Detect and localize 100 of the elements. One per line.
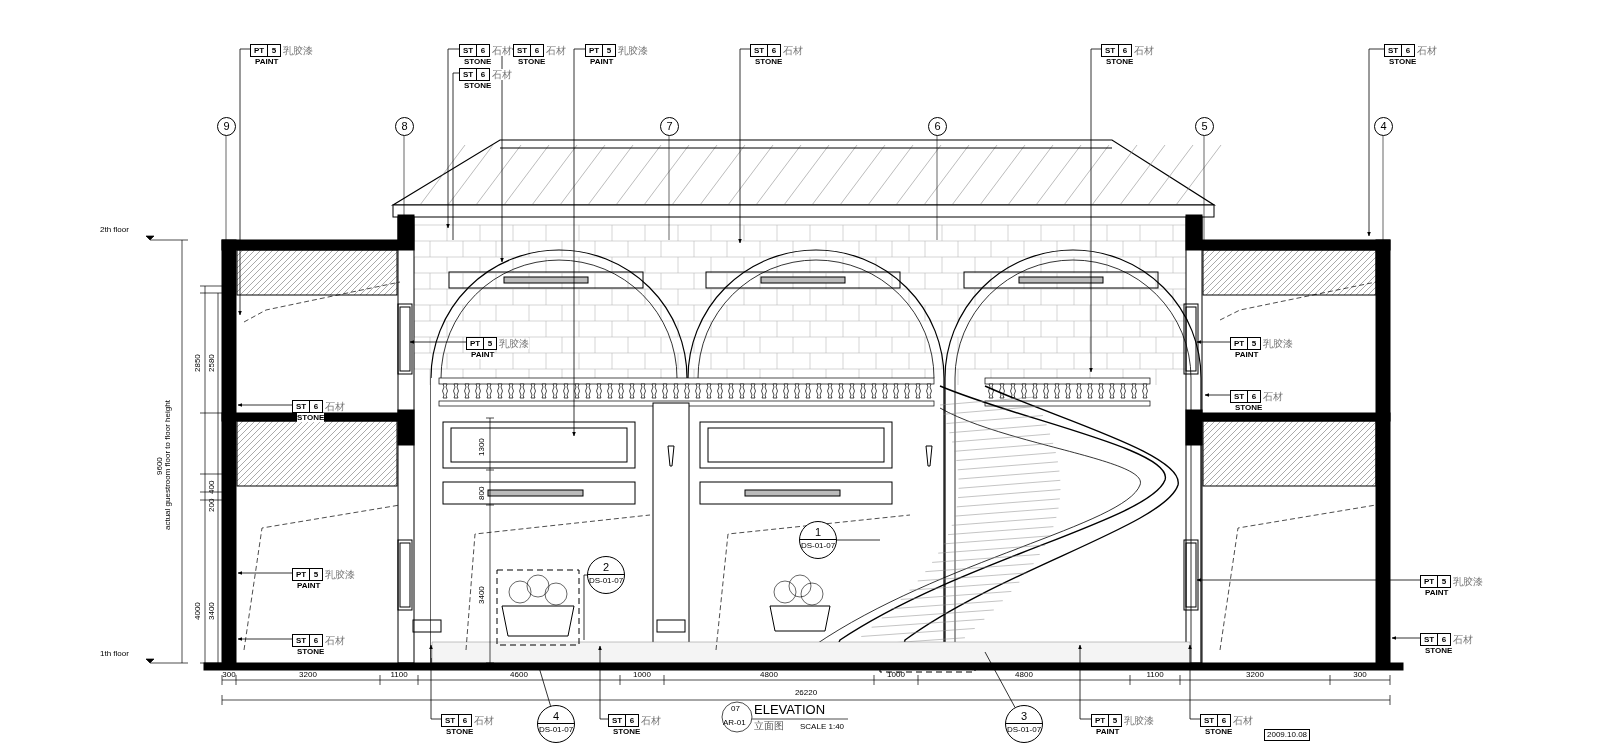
floor-level-label: 1th floor (100, 650, 129, 658)
material-name: PAINT (590, 57, 614, 66)
material-name: PAINT (471, 350, 495, 359)
material-name-chinese: 乳胶漆 (1124, 715, 1154, 726)
dimension-text: 1000 (887, 671, 905, 679)
material-name: PAINT (1425, 588, 1449, 597)
dimension-text: 4600 (510, 671, 528, 679)
material-name: STONE (755, 57, 783, 66)
grid-bubble: 5 (1195, 117, 1214, 136)
material-name: PAINT (1235, 350, 1259, 359)
grid-bubble: 8 (395, 117, 414, 136)
sheet-reference: DS-01-07 (538, 724, 574, 735)
material-name: STONE (1425, 646, 1453, 655)
grid-bubble: 9 (217, 117, 236, 136)
material-name: PAINT (297, 581, 321, 590)
dimension-text: 200 (208, 498, 216, 512)
leader-line (836, 539, 881, 541)
dimension-text: 4800 (1015, 671, 1033, 679)
material-code: ST (1101, 44, 1119, 57)
material-code: ST (459, 44, 477, 57)
material-number: 6 (1248, 390, 1261, 403)
material-number: 6 (310, 400, 323, 413)
material-name-chinese: 石材 (1453, 634, 1473, 645)
material-number: 5 (603, 44, 616, 57)
sheet-reference: DS-01-07 (800, 540, 836, 551)
material-name-chinese: 石材 (492, 69, 512, 80)
material-code: PT (1230, 337, 1248, 350)
material-number: 6 (477, 68, 490, 81)
material-number: 5 (484, 337, 497, 350)
dimension-text: 3400 (478, 586, 486, 604)
dimension-text: 3400 (208, 602, 216, 620)
material-name: STONE (1235, 403, 1263, 412)
callout-number: 4 (538, 710, 574, 724)
material-name-chinese: 石材 (546, 45, 566, 56)
dimension-note: actual guestroom floor to floor height (164, 400, 172, 530)
dimension-text: 1300 (478, 438, 486, 456)
material-name: STONE (1106, 57, 1134, 66)
dimension-text: 3200 (299, 671, 317, 679)
material-number: 5 (268, 44, 281, 57)
material-name: STONE (464, 57, 492, 66)
sheet-reference: DS-01-07 (1006, 724, 1042, 735)
material-number: 6 (531, 44, 544, 57)
callout-circle (1005, 705, 1043, 743)
callout-circle (537, 705, 575, 743)
material-number: 6 (477, 44, 490, 57)
leader-line (452, 72, 460, 241)
material-name-chinese: 乳胶漆 (1263, 338, 1293, 349)
scale-text: SCALE 1:40 (800, 723, 845, 731)
dimension-text: 2580 (208, 354, 216, 372)
material-name-chinese: 乳胶漆 (618, 45, 648, 56)
material-name: STONE (1389, 57, 1417, 66)
material-code: PT (1420, 575, 1438, 588)
material-code: ST (1200, 714, 1218, 727)
material-code: ST (292, 634, 310, 647)
material-name: PAINT (1096, 727, 1120, 736)
material-code: ST (608, 714, 626, 727)
dimension-text: 1000 (633, 671, 651, 679)
dimension-text: 3200 (1246, 671, 1264, 679)
material-number: 6 (1218, 714, 1231, 727)
material-name: STONE (297, 647, 325, 656)
material-number: 5 (1109, 714, 1122, 727)
material-name-chinese: 石材 (1134, 45, 1154, 56)
dimension-text: 1100 (390, 671, 408, 679)
material-name-chinese: 石材 (783, 45, 803, 56)
material-code: ST (1384, 44, 1402, 57)
material-code: ST (441, 714, 459, 727)
dimension-text: 1100 (1146, 671, 1164, 679)
leader-line (583, 574, 588, 641)
dimension-text: 2850 (194, 354, 202, 372)
material-name-chinese: 石材 (325, 401, 345, 412)
material-name-chinese: 石材 (492, 45, 512, 56)
sheet-reference: DS-01-07 (588, 575, 624, 586)
material-name: PAINT (255, 57, 279, 66)
material-code: PT (1091, 714, 1109, 727)
dimension-text: 300 (222, 671, 236, 679)
callout-number: 1 (800, 526, 836, 540)
material-code: ST (1230, 390, 1248, 403)
dimension-text: 400 (208, 480, 216, 494)
date-stamp: 2009.10.08 (1264, 729, 1311, 741)
material-code: PT (585, 44, 603, 57)
material-number: 6 (310, 634, 323, 647)
material-name-chinese: 乳胶漆 (325, 569, 355, 580)
material-code: ST (750, 44, 768, 57)
material-name-chinese: 石材 (474, 715, 494, 726)
material-code: ST (292, 400, 310, 413)
sheet-number: AR-01 (723, 719, 746, 727)
drawing-subtitle: 立面图 (754, 721, 784, 731)
material-name: STONE (297, 413, 325, 422)
grid-bubble: 6 (928, 117, 947, 136)
dimension-text: 4800 (760, 671, 778, 679)
material-name: STONE (613, 727, 641, 736)
dimension-text: 26220 (794, 689, 818, 697)
material-name-chinese: 石材 (641, 715, 661, 726)
material-code: PT (292, 568, 310, 581)
material-number: 6 (626, 714, 639, 727)
dimension-text: 300 (1353, 671, 1367, 679)
dimension-text: 9600 (156, 457, 164, 475)
material-number: 6 (1438, 633, 1451, 646)
grid-bubble: 4 (1374, 117, 1393, 136)
material-name-chinese: 石材 (325, 635, 345, 646)
